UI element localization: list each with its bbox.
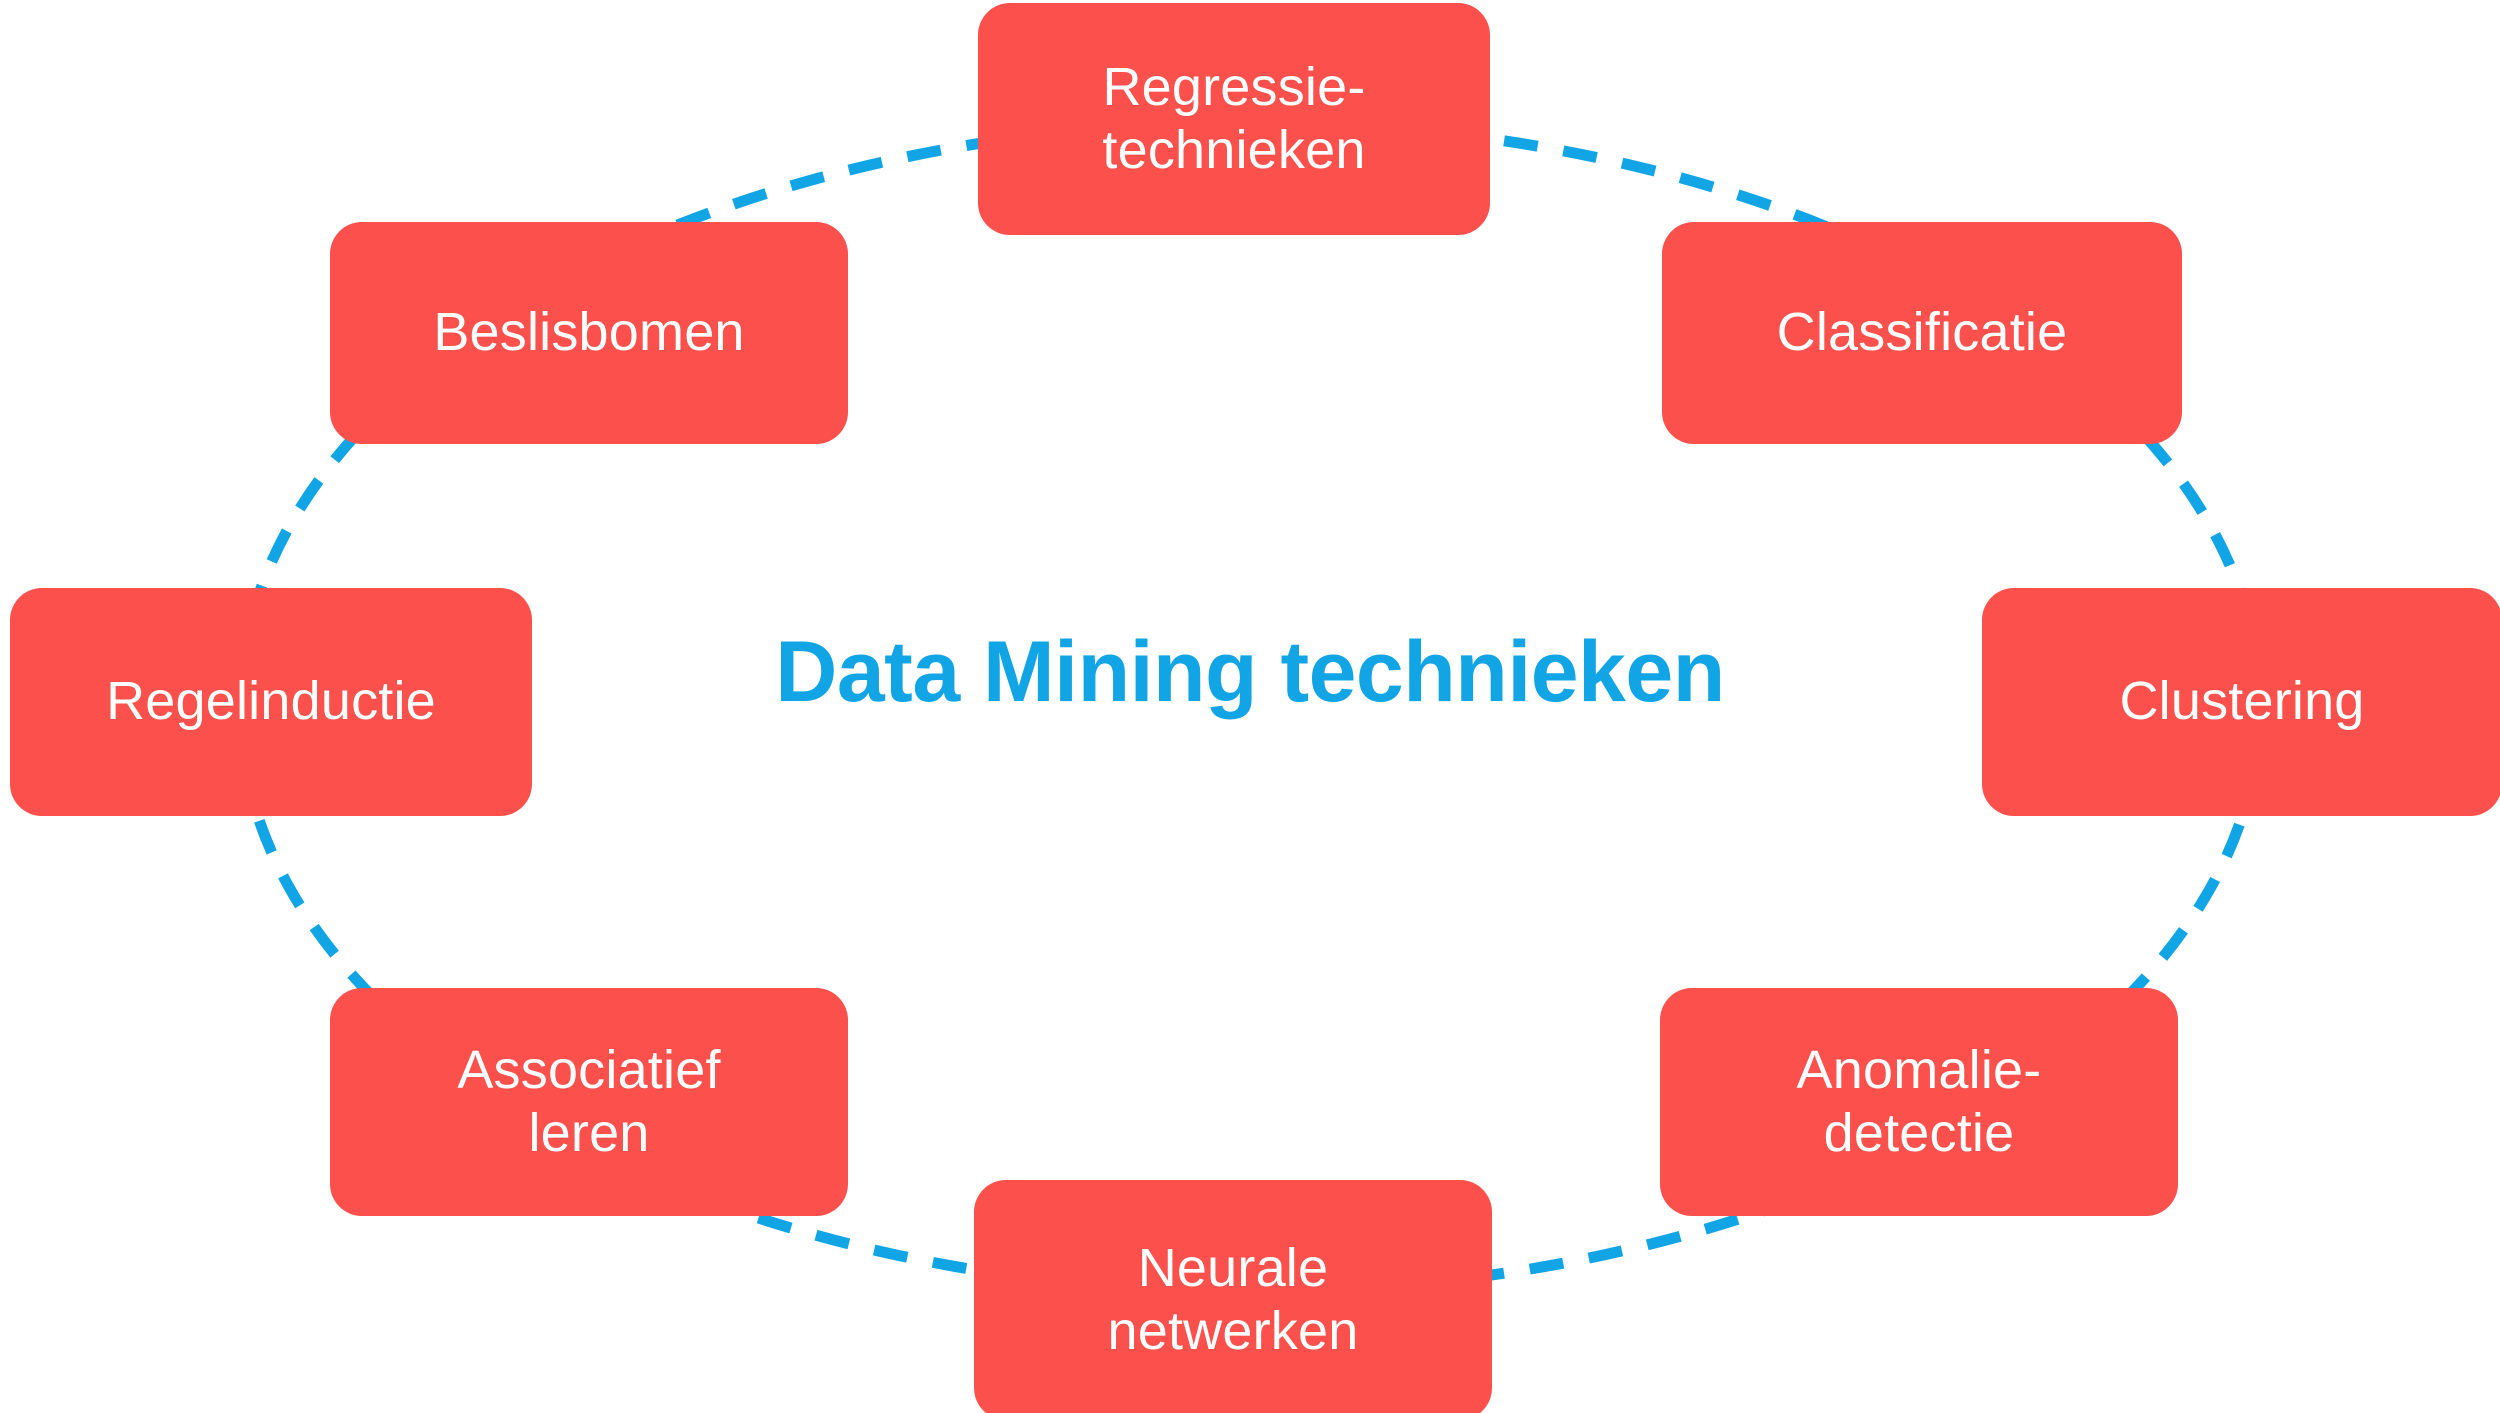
node-label: Clustering — [2119, 671, 2365, 732]
node-classificatie[interactable]: Classificatie — [1662, 222, 2182, 444]
node-label: Regelinductie — [106, 671, 436, 732]
node-regressie-technieken[interactable]: Regressie-technieken — [978, 3, 1490, 235]
node-label: Beslisbomen — [433, 302, 745, 363]
diagram-title: Data Mining technieken — [775, 623, 1725, 720]
node-beslisbomen[interactable]: Beslisbomen — [330, 222, 848, 444]
node-label: Classificatie — [1776, 302, 2068, 363]
node-anomalie-detectie[interactable]: Anomalie-detectie — [1660, 988, 2178, 1216]
node-regelinductie[interactable]: Regelinductie — [10, 588, 532, 816]
node-label: Anomalie-detectie — [1796, 1040, 2042, 1163]
node-label: Regressie-technieken — [1102, 57, 1366, 180]
node-clustering[interactable]: Clustering — [1982, 588, 2500, 816]
